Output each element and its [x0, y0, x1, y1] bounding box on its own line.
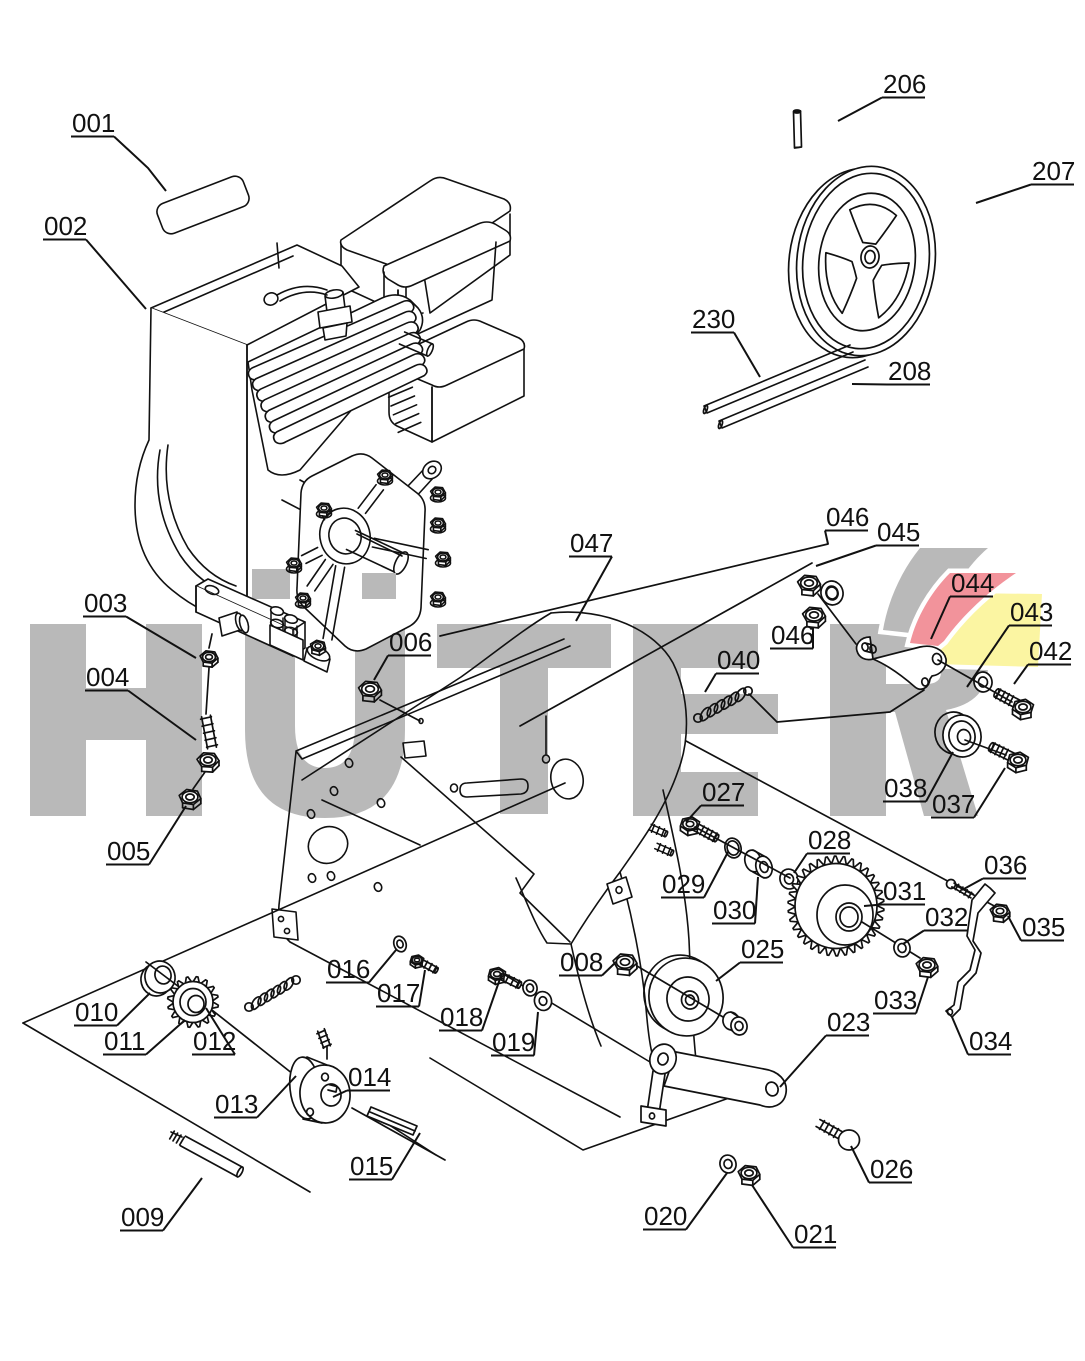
- svg-text:005: 005: [107, 836, 150, 866]
- svg-text:008: 008: [560, 947, 603, 977]
- svg-text:015: 015: [350, 1151, 393, 1181]
- svg-text:040: 040: [717, 645, 760, 675]
- svg-text:035: 035: [1022, 912, 1065, 942]
- svg-text:037: 037: [932, 789, 975, 819]
- svg-text:207: 207: [1032, 156, 1075, 186]
- svg-text:045: 045: [877, 517, 920, 547]
- svg-text:006: 006: [389, 627, 432, 657]
- svg-text:025: 025: [741, 934, 784, 964]
- svg-text:023: 023: [827, 1007, 870, 1037]
- svg-text:046: 046: [771, 620, 814, 650]
- svg-text:046: 046: [826, 502, 869, 532]
- svg-text:016: 016: [327, 954, 370, 984]
- svg-text:028: 028: [808, 825, 851, 855]
- svg-text:003: 003: [84, 588, 127, 618]
- svg-text:033: 033: [874, 985, 917, 1015]
- svg-text:034: 034: [969, 1026, 1012, 1056]
- svg-text:004: 004: [86, 662, 129, 692]
- svg-text:019: 019: [492, 1027, 535, 1057]
- svg-text:031: 031: [883, 876, 926, 906]
- svg-text:014: 014: [348, 1062, 391, 1092]
- svg-text:013: 013: [215, 1089, 258, 1119]
- svg-text:020: 020: [644, 1201, 687, 1231]
- svg-text:032: 032: [925, 902, 968, 932]
- svg-text:011: 011: [104, 1026, 145, 1056]
- svg-text:038: 038: [884, 773, 927, 803]
- svg-text:036: 036: [984, 850, 1027, 880]
- svg-text:017: 017: [377, 978, 420, 1008]
- svg-text:009: 009: [121, 1202, 164, 1232]
- svg-text:001: 001: [72, 108, 115, 138]
- svg-text:027: 027: [702, 777, 745, 807]
- svg-text:021: 021: [794, 1219, 837, 1249]
- svg-text:047: 047: [570, 528, 613, 558]
- svg-text:029: 029: [662, 869, 705, 899]
- svg-text:010: 010: [75, 997, 118, 1027]
- svg-text:230: 230: [692, 304, 735, 334]
- svg-text:043: 043: [1010, 597, 1053, 627]
- svg-text:030: 030: [713, 895, 756, 925]
- svg-text:042: 042: [1029, 636, 1072, 666]
- svg-text:044: 044: [951, 568, 994, 598]
- svg-text:208: 208: [888, 356, 931, 386]
- svg-text:012: 012: [193, 1026, 236, 1056]
- svg-text:002: 002: [44, 211, 87, 241]
- svg-text:026: 026: [870, 1154, 913, 1184]
- svg-text:206: 206: [883, 69, 926, 99]
- svg-text:018: 018: [440, 1002, 483, 1032]
